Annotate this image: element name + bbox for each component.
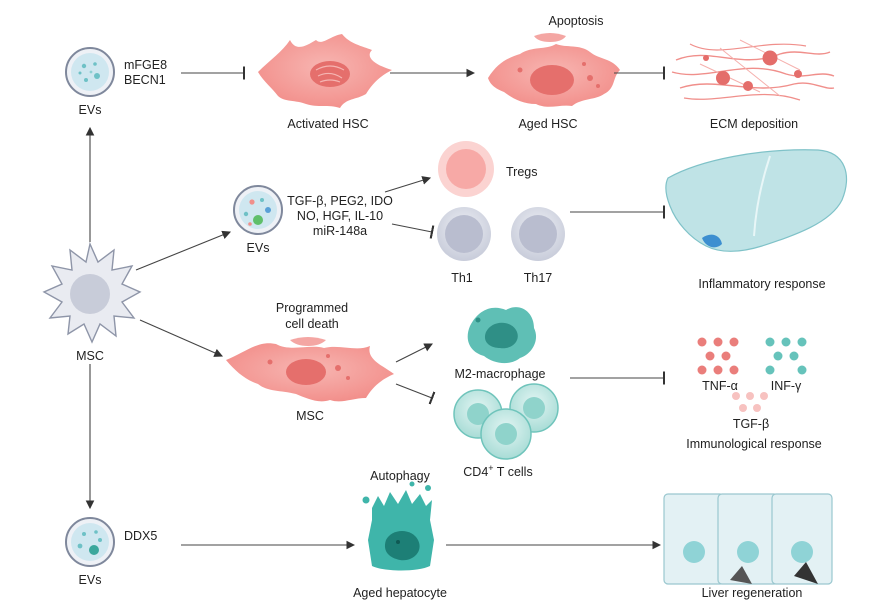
aged-hsc-label: Aged HSC — [518, 117, 577, 131]
cd4-t-cells — [453, 383, 559, 460]
programmed-label-line2: cell death — [285, 317, 339, 331]
inhibit-arrow-to-th1 — [391, 223, 435, 239]
activated-hsc-cell — [258, 34, 392, 108]
tregs-cell — [438, 141, 494, 197]
apoptosis-label: Apoptosis — [549, 14, 604, 28]
arrow-msc-to-dying-msc — [139, 319, 224, 357]
inf-gamma-label: INF-γ — [771, 379, 802, 393]
th1-label: Th1 — [451, 271, 473, 285]
liver-regeneration-cells — [663, 493, 833, 585]
msc-main-cell — [42, 241, 142, 344]
msc-main-label: MSC — [76, 349, 104, 363]
th17-label: Th17 — [524, 271, 553, 285]
evs-top-vesicle — [65, 47, 115, 97]
programmed-label-line1: Programmed — [276, 301, 348, 315]
autophagy-label: Autophagy — [370, 469, 431, 483]
inf-gamma-dots — [765, 337, 807, 375]
tnf-alpha-label: TNF-α — [702, 379, 738, 393]
evs-bottom-label: EVs — [79, 573, 102, 587]
ecm-deposition-fibers — [671, 39, 835, 101]
arrow-to-tregs — [384, 176, 432, 193]
mid-factors-line3: miR-148a — [313, 224, 367, 238]
tregs-label: Tregs — [506, 165, 538, 179]
tnf-alpha-dots — [697, 337, 739, 375]
inhibit-arrow-to-cd4 — [395, 383, 436, 405]
aged-hsc-cell — [488, 33, 620, 107]
tgf-beta-dots — [732, 392, 768, 412]
activated-hsc-label: Activated HSC — [287, 117, 368, 131]
inflammatory-response-label: Inflammatory response — [698, 277, 825, 291]
liver-organ — [665, 149, 848, 252]
m2-macrophage-label: M2-macrophage — [454, 367, 545, 381]
cd4-t-cells-label: CD4+ T cells — [463, 463, 532, 479]
mfge8-label: mFGE8 — [124, 58, 167, 72]
mid-factors-line1: TGF-β, PEG2, IDO — [287, 194, 393, 208]
arrow-to-m2-macrophage — [395, 343, 433, 363]
immunological-response-label: Immunological response — [686, 437, 822, 451]
ddx5-label: DDX5 — [124, 529, 157, 543]
ecm-deposition-label: ECM deposition — [710, 117, 798, 131]
dying-msc-cell — [226, 337, 394, 402]
evs-bottom-vesicle — [65, 517, 115, 567]
arrow-msc-to-evs-mid — [135, 230, 232, 271]
liver-regeneration-label: Liver regeneration — [702, 586, 803, 600]
th17-cell — [511, 207, 565, 261]
m2-macrophage-cell — [467, 307, 537, 364]
becn1-label: BECN1 — [124, 73, 166, 87]
aged-hepatocyte-label: Aged hepatocyte — [353, 586, 447, 600]
evs-top-label: EVs — [79, 103, 102, 117]
evs-mid-label: EVs — [247, 241, 270, 255]
th1-cell — [437, 207, 491, 261]
msc-dying-label: MSC — [296, 409, 324, 423]
tgf-beta-label: TGF-β — [733, 417, 769, 431]
evs-mid-vesicle — [233, 185, 283, 235]
mid-factors-line2: NO, HGF, IL-10 — [297, 209, 383, 223]
aged-hepatocyte-cell — [362, 481, 434, 571]
